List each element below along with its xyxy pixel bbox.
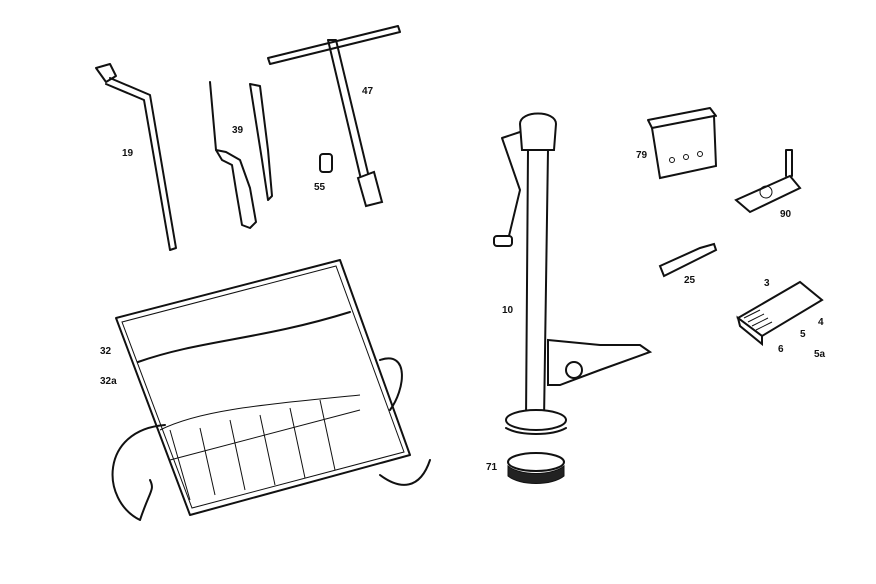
label-10: 10	[502, 305, 514, 316]
label-6: 6	[778, 344, 784, 355]
bracket-drawing	[647, 107, 718, 180]
label-32a: 32a	[100, 376, 117, 387]
label-47: 47	[362, 86, 374, 97]
label-71: 71	[486, 462, 498, 473]
jack-drawing	[493, 112, 653, 435]
label-79: 79	[636, 150, 648, 161]
label-5a: 5a	[814, 349, 826, 360]
label-19: 19	[122, 148, 134, 159]
tool-roll-drawing	[111, 259, 431, 521]
label-39: 39	[232, 125, 244, 136]
label-4: 4	[818, 317, 824, 328]
label-55: 55	[314, 182, 326, 193]
screwdrivers-drawing	[209, 81, 273, 229]
jack-base-ring-drawing	[507, 452, 565, 484]
jack-holder-drawing	[734, 149, 802, 214]
wheel-brace-drawing	[95, 63, 177, 251]
pin-drawing	[658, 242, 718, 278]
label-5: 5	[800, 329, 806, 340]
t-handle-wrench-drawing	[267, 25, 401, 208]
label-32: 32	[100, 346, 112, 357]
label-90: 90	[780, 209, 792, 220]
socket-drawing	[319, 153, 333, 173]
label-3: 3	[764, 278, 770, 289]
label-25: 25	[684, 275, 696, 286]
fuse-box-drawing	[736, 280, 824, 347]
